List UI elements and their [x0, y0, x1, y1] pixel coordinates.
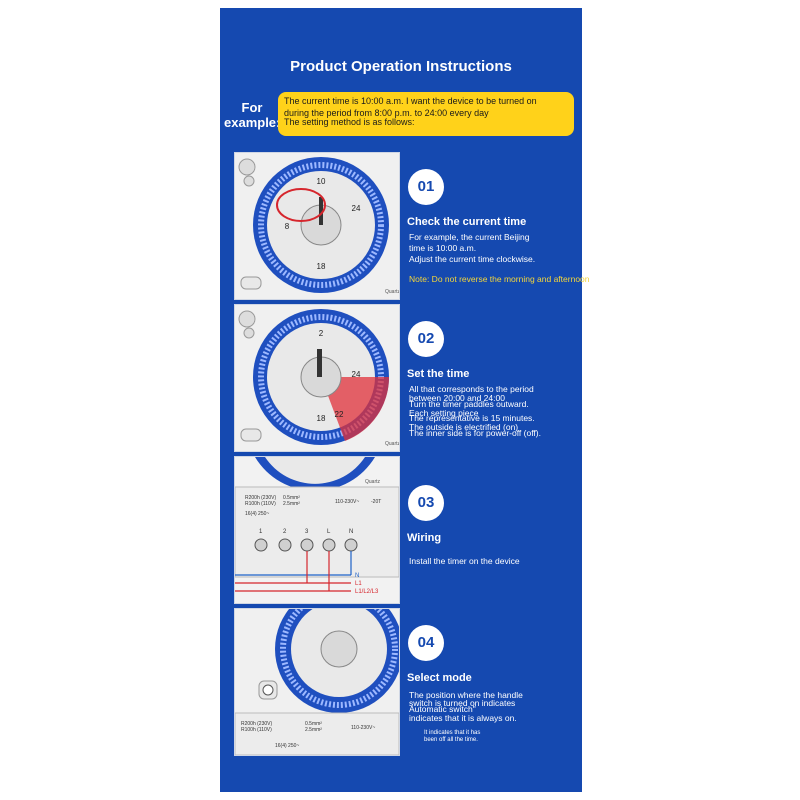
step-line: Install the timer on the device: [409, 556, 520, 566]
spec-label: 16(4) 250~: [245, 511, 269, 517]
step-line: between 20:00 and 24:00: [409, 393, 505, 403]
wire-label: N: [355, 573, 359, 579]
step-line: All that corresponds to the period: [409, 384, 534, 394]
small-note-line: It indicates that it has: [424, 730, 481, 736]
terminal-label: N: [349, 529, 353, 535]
timer-dial-image-step2: 2 24 18 22 Quartz: [234, 304, 400, 452]
warning-note: Note: Do not reverse the morning and aft…: [409, 274, 590, 284]
step-title: Set the time: [407, 368, 470, 380]
page-title: Product Operation Instructions: [290, 58, 512, 75]
spec-label: 16(4) 250~: [275, 743, 299, 749]
quartz-label: Quartz: [365, 479, 381, 485]
spec-label: 0.5mm²: [305, 721, 322, 727]
spec-label: R200h (230V): [245, 495, 276, 501]
step-title: Select mode: [407, 672, 472, 684]
step-number-02: 02: [408, 321, 444, 357]
example-label-line2: example:: [224, 115, 281, 130]
dial-number: 24: [352, 370, 361, 379]
quartz-label: Quartz: [385, 289, 399, 295]
spec-label: 2.5mm²: [305, 727, 322, 733]
timer-dial-illustration: 10 24 18 8 Quartz: [235, 153, 399, 299]
spec-label: R200h (230V): [241, 721, 272, 727]
step-line: The outside is electrified (on): [409, 422, 519, 432]
dial-number: 22: [335, 410, 344, 419]
terminal-label: 3: [305, 529, 309, 535]
example-callout: The current time is 10:00 a.m. I want th…: [278, 92, 574, 136]
spec-label: R100h (110V): [245, 501, 276, 507]
wiring-illustration: Quartz R200h (230V) R100h (110V) 0.5mm² …: [235, 457, 399, 603]
step-text: All that corresponds to the period betwe…: [409, 384, 541, 439]
step-number-01: 01: [408, 169, 444, 205]
small-note: It indicates that it has been off all th…: [424, 730, 480, 744]
dial-number: 10: [317, 177, 326, 186]
example-label-line1: For: [241, 100, 263, 115]
example-label: For example:: [224, 100, 280, 130]
small-note-line: been off all the time.: [424, 737, 478, 743]
instruction-panel: Product Operation Instructions For examp…: [220, 8, 590, 792]
mode-switch-image: R200h (230V) R100h (110V) 0.5mm² 2.5mm² …: [234, 608, 400, 756]
step-line: indicates that it is always on.: [409, 713, 517, 723]
step-line: Turn the timer paddles outward.: [409, 399, 529, 409]
step-line: Adjust the current time clockwise.: [409, 254, 536, 264]
terminal-label: 1: [259, 529, 263, 535]
spec-label: 2.5mm²: [283, 501, 300, 507]
dial-number: 24: [352, 204, 361, 213]
step-line: Each setting piece: [409, 408, 479, 418]
step-number-03: 03: [408, 485, 444, 521]
step-text: For example, the current Beijing time is…: [409, 232, 535, 265]
step-text: Install the timer on the device: [409, 556, 520, 567]
dial-number: 2: [319, 329, 324, 338]
quartz-label: Quartz: [385, 441, 399, 447]
step-line: time is 10:00 a.m.: [409, 243, 477, 253]
wire-label: L1/L2/L3: [355, 589, 379, 595]
callout-line: during the period from 8:00 p.m. to 24:0…: [284, 108, 489, 118]
spec-label: -20T: [371, 499, 381, 505]
spec-label: 110-230V~: [335, 499, 359, 505]
step-line: The position where the handle: [409, 690, 523, 700]
wire-label: L1: [355, 581, 362, 587]
timer-dial-illustration: 2 24 18 22 Quartz: [235, 305, 399, 451]
terminal-label: 2: [283, 529, 287, 535]
spec-label: R100h (110V): [241, 727, 272, 733]
terminal-label: L: [327, 529, 331, 535]
callout-line: The current time is 10:00 a.m. I want th…: [284, 96, 537, 106]
step-line: The inner side is for power-off (off).: [409, 428, 541, 438]
dial-number: 18: [317, 414, 326, 423]
spec-label: 0.5mm²: [283, 495, 300, 501]
wiring-image: Quartz R200h (230V) R100h (110V) 0.5mm² …: [234, 456, 400, 604]
spec-label: 110-230V~: [351, 725, 375, 731]
step-title: Wiring: [407, 532, 442, 544]
timer-dial-image-step1: 10 24 18 8 Quartz: [234, 152, 400, 300]
step-line: switch is turned on indicates: [409, 698, 516, 708]
mode-switch-illustration: R200h (230V) R100h (110V) 0.5mm² 2.5mm² …: [235, 609, 399, 755]
step-title: Check the current time: [407, 216, 527, 228]
step-number-04: 04: [408, 625, 444, 661]
dial-number: 18: [317, 262, 326, 271]
dial-number: 8: [285, 222, 290, 231]
step-line: Automatic switch": [409, 704, 476, 714]
step-line: The representative is 15 minutes.: [409, 413, 535, 423]
step-line: For example, the current Beijing: [409, 232, 530, 242]
step-text: The position where the handle switch is …: [409, 690, 523, 724]
callout-line: The setting method is as follows:: [284, 117, 415, 127]
